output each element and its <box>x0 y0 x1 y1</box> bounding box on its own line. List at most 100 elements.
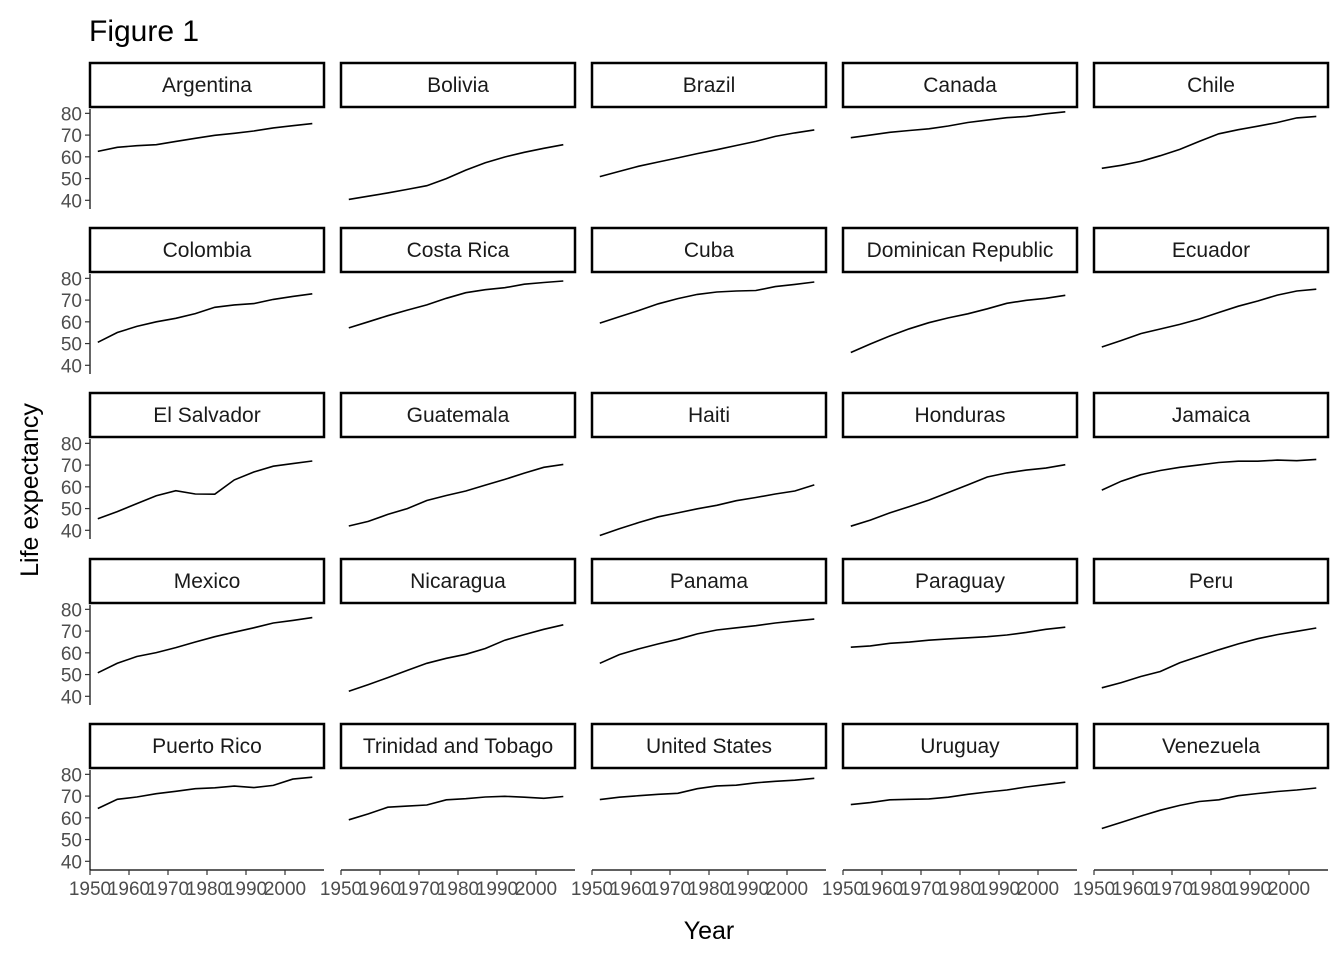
x-tick-label: 1990 <box>727 879 769 900</box>
x-axis-title: Year <box>684 917 735 945</box>
x-tick-label: 1980 <box>186 879 228 900</box>
x-tick-label: 1980 <box>437 879 479 900</box>
strip-box-dominican-republic <box>841 226 1079 274</box>
panel-brazil: Brazil <box>590 61 828 178</box>
series-line-panama <box>599 618 815 665</box>
y-tick-label: 70 <box>61 622 82 643</box>
strip-label-panama: Panama <box>670 570 749 593</box>
strip-label-ecuador: Ecuador <box>1172 239 1250 262</box>
x-tick-label: 1960 <box>861 879 903 900</box>
y-tick-label: 80 <box>61 269 82 290</box>
series-line-venezuela <box>1101 787 1317 830</box>
x-tick-label: 1960 <box>359 879 401 900</box>
series-line-cuba <box>599 281 815 324</box>
y-tick-label: 40 <box>61 687 82 708</box>
strip-label-colombia: Colombia <box>163 239 252 262</box>
panel-ecuador: Ecuador <box>1092 226 1330 348</box>
series-line-mexico <box>97 616 313 674</box>
y-tick-label: 70 <box>61 291 82 312</box>
y-tick-label: 40 <box>61 521 82 542</box>
strip-box-haiti <box>590 391 828 439</box>
panel-jamaica: Jamaica <box>1092 391 1330 491</box>
strip-box-uruguay <box>841 722 1079 770</box>
strip-box-argentina <box>88 61 326 109</box>
series-line-ecuador <box>1101 288 1317 348</box>
panel-canada: Canada <box>841 61 1079 139</box>
panel-cuba: Cuba <box>590 226 828 324</box>
series-line-united-states <box>599 777 815 801</box>
y-tick-label: 50 <box>61 666 82 687</box>
strip-label-dominican-republic: Dominican Republic <box>867 239 1054 262</box>
series-line-bolivia <box>348 143 564 201</box>
y-tick-label: 60 <box>61 313 82 334</box>
y-tick-label: 80 <box>61 104 82 125</box>
strip-box-ecuador <box>1092 226 1330 274</box>
x-tick-label: 1950 <box>69 879 111 900</box>
strip-label-guatemala: Guatemala <box>407 404 510 427</box>
panel-puerto-rico: Puerto Rico40506070801950196019701980199… <box>61 722 326 900</box>
strip-label-cuba: Cuba <box>684 239 735 262</box>
strip-box-mexico <box>88 557 326 605</box>
strip-box-guatemala <box>339 391 577 439</box>
strip-label-nicaragua: Nicaragua <box>410 570 506 593</box>
series-line-paraguay <box>850 626 1066 648</box>
x-tick-label: 1980 <box>939 879 981 900</box>
panel-peru: Peru <box>1092 557 1330 689</box>
y-tick-label: 50 <box>61 335 82 356</box>
series-line-peru <box>1101 627 1317 689</box>
strip-label-canada: Canada <box>923 74 997 97</box>
y-tick-label: 50 <box>61 170 82 191</box>
series-line-trinidad-and-tobago <box>348 795 564 821</box>
strip-box-cuba <box>590 226 828 274</box>
panel-chile: Chile <box>1092 61 1330 170</box>
y-tick-label: 50 <box>61 500 82 521</box>
x-tick-label: 1990 <box>225 879 267 900</box>
strip-label-argentina: Argentina <box>162 74 252 97</box>
panel-haiti: Haiti <box>590 391 828 537</box>
strip-label-paraguay: Paraguay <box>915 570 1005 593</box>
series-line-haiti <box>599 484 815 537</box>
panel-guatemala: Guatemala <box>339 391 577 527</box>
x-tick-label: 1970 <box>398 879 440 900</box>
y-tick-label: 80 <box>61 434 82 455</box>
panel-paraguay: Paraguay <box>841 557 1079 648</box>
series-line-canada <box>850 111 1066 139</box>
series-line-dominican-republic <box>850 294 1066 354</box>
strip-box-venezuela <box>1092 722 1330 770</box>
strip-label-venezuela: Venezuela <box>1162 735 1260 758</box>
strip-box-canada <box>841 61 1079 109</box>
strip-label-brazil: Brazil <box>683 74 736 97</box>
strip-label-trinidad-and-tobago: Trinidad and Tobago <box>363 735 553 758</box>
series-line-argentina <box>97 122 313 153</box>
strip-box-united-states <box>590 722 828 770</box>
panel-costa-rica: Costa Rica <box>339 226 577 329</box>
strip-box-panama <box>590 557 828 605</box>
series-line-el-salvador <box>97 460 313 520</box>
panel-nicaragua: Nicaragua <box>339 557 577 693</box>
x-tick-label: 2000 <box>766 879 808 900</box>
y-tick-label: 40 <box>61 191 82 212</box>
y-tick-label: 70 <box>61 126 82 147</box>
strip-label-uruguay: Uruguay <box>920 735 1000 758</box>
panel-bolivia: Bolivia <box>339 61 577 201</box>
x-tick-label: 1950 <box>320 879 362 900</box>
series-line-colombia <box>97 293 313 344</box>
x-tick-label: 1970 <box>649 879 691 900</box>
y-tick-label: 50 <box>61 831 82 852</box>
x-tick-label: 1960 <box>108 879 150 900</box>
x-tick-label: 1970 <box>1151 879 1193 900</box>
x-tick-label: 1980 <box>688 879 730 900</box>
series-line-brazil <box>599 129 815 178</box>
x-tick-label: 1980 <box>1190 879 1232 900</box>
x-tick-label: 1960 <box>1112 879 1154 900</box>
strip-box-peru <box>1092 557 1330 605</box>
strip-box-bolivia <box>339 61 577 109</box>
strip-box-puerto-rico <box>88 722 326 770</box>
strip-label-chile: Chile <box>1187 74 1235 97</box>
strip-box-jamaica <box>1092 391 1330 439</box>
y-tick-label: 70 <box>61 787 82 808</box>
